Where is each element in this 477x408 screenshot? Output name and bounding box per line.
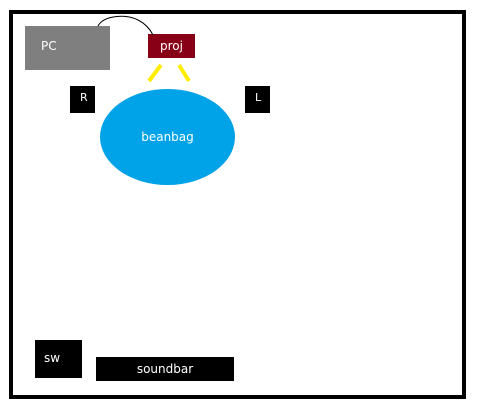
pc-box: PC: [25, 26, 110, 70]
subwoofer-label: sw: [44, 351, 61, 365]
soundbar-label: soundbar: [136, 362, 194, 376]
beanbag-ellipse: beanbag: [100, 89, 235, 185]
beanbag-label: beanbag: [141, 130, 194, 144]
pc-label: PC: [41, 39, 57, 53]
room-outline: [9, 10, 466, 399]
projector-label: proj: [160, 39, 183, 53]
right-speaker: R: [70, 86, 95, 113]
right-speaker-label: R: [80, 91, 88, 104]
subwoofer-box: sw: [35, 340, 82, 378]
soundbar-box: soundbar: [96, 357, 234, 381]
left-speaker-label: L: [255, 91, 262, 104]
left-speaker: L: [245, 86, 270, 113]
projector-box: proj: [148, 34, 195, 58]
